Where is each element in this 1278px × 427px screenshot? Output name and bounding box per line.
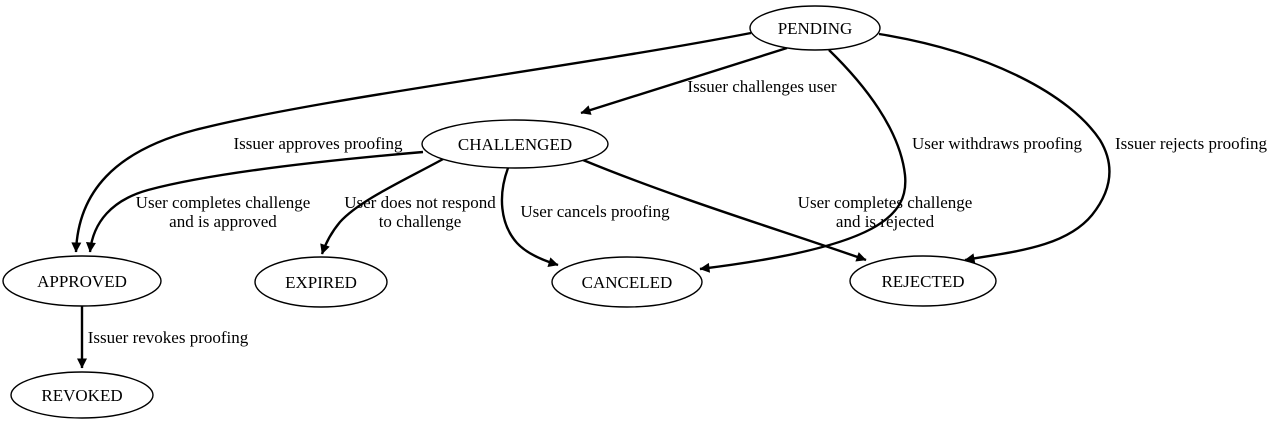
node-canceled <box>551 256 703 308</box>
node-rejected <box>849 255 997 307</box>
edge-label-pending-rejected: Issuer rejects proofing <box>1115 134 1268 153</box>
edge-challenged-approved <box>85 150 424 253</box>
node-pending <box>749 5 881 51</box>
node-challenged <box>421 119 609 169</box>
node-label-challenged: CHALLENGED <box>458 135 572 154</box>
node-label-revoked: REVOKED <box>41 386 122 405</box>
node-revoked <box>10 371 154 419</box>
edge-label-challenged-approved: User completes challenge <box>136 193 311 212</box>
edge-label-challenged-approved: and is approved <box>169 212 277 231</box>
node-label-pending: PENDING <box>778 19 853 38</box>
edge-label-challenged-canceled: User cancels proofing <box>520 202 670 221</box>
edge-label-challenged-expired: to challenge <box>379 212 462 231</box>
nodes-layer: PENDING CHALLENGED APPROVED EXPIRED CANCELED… <box>2 5 997 419</box>
edge-pending-approved <box>71 31 752 253</box>
edge-label-pending-approved: Issuer approves proofing <box>233 134 403 153</box>
edge-label-challenged-expired: User does not respond <box>344 193 496 212</box>
node-label-canceled: CANCELED <box>582 273 673 292</box>
edge-label-challenged-rejected: User completes challenge <box>798 193 973 212</box>
node-label-expired: EXPIRED <box>285 273 357 292</box>
edge-challenged-canceled <box>500 167 559 267</box>
edge-pending-challenged <box>580 46 788 115</box>
node-label-approved: APPROVED <box>37 272 127 291</box>
edge-challenged-rejected <box>582 158 867 262</box>
edge-label-pending-canceled: User withdraws proofing <box>912 134 1082 153</box>
edge-label-challenged-rejected: and is rejected <box>836 212 935 231</box>
edge-pending-canceled <box>699 49 907 273</box>
node-expired <box>254 256 388 308</box>
edge-label-pending-challenged: Issuer challenges user <box>687 77 837 96</box>
edge-pending-rejected <box>878 32 1111 264</box>
node-label-rejected: REJECTED <box>881 272 964 291</box>
node-approved <box>2 255 162 307</box>
edge-label-approved-revoked: Issuer revokes proofing <box>88 328 249 347</box>
edge-challenged-expired <box>320 156 446 255</box>
